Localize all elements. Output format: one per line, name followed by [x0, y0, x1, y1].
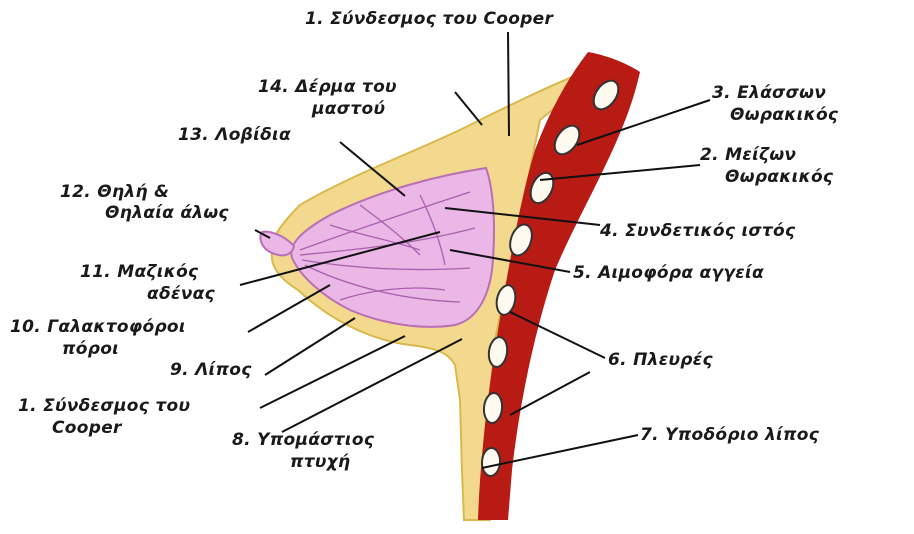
label-fat: 9. Λίπος — [170, 360, 252, 380]
label-blood-vessels: 5. Αιμοφόρα αγγεία — [573, 263, 764, 283]
label-nipple-line2: Θηλαία άλως — [105, 203, 229, 223]
label-cooper-ligament-bottom-line2: Cooper — [52, 418, 123, 438]
label-cooper-ligament-bottom-line1: 1. Σύνδεσμος του — [18, 396, 190, 416]
label-skin-line1: 14. Δέρμα του — [258, 77, 397, 97]
label-mammary-gland-line2: αδένας — [147, 284, 216, 304]
label-pec-minor-line1: 3. Ελάσσων — [712, 83, 826, 103]
label-inframammary-fold-line1: 8. Υπομάστιος — [232, 430, 375, 450]
label-subcutaneous-fat: 7. Υποδόριο λίπος — [640, 425, 820, 445]
label-pec-minor-line2: Θωρακικός — [730, 105, 839, 125]
label-connective-tissue: 4. Συνδετικός ιστός — [599, 221, 796, 241]
label-nipple-line1: 12. Θηλή & — [60, 182, 169, 202]
label-skin-line2: μαστού — [311, 99, 385, 119]
label-mammary-gland-line1: 11. Μαζικός — [80, 262, 199, 282]
label-milk-ducts-line2: πόροι — [62, 339, 119, 359]
label-pec-major-line2: Θωρακικός — [725, 167, 834, 187]
label-milk-ducts-line1: 10. Γαλακτοφόροι — [10, 317, 186, 337]
label-pec-major-line1: 2. Μείζων — [700, 145, 796, 165]
label-cooper-ligament-top: 1. Σύνδεσμος του Cooper — [305, 9, 555, 29]
label-ribs: 6. Πλευρές — [608, 350, 713, 370]
label-lobules: 13. Λοβίδια — [178, 125, 291, 145]
label-inframammary-fold-line2: πτυχή — [290, 452, 350, 472]
rib — [481, 448, 500, 477]
